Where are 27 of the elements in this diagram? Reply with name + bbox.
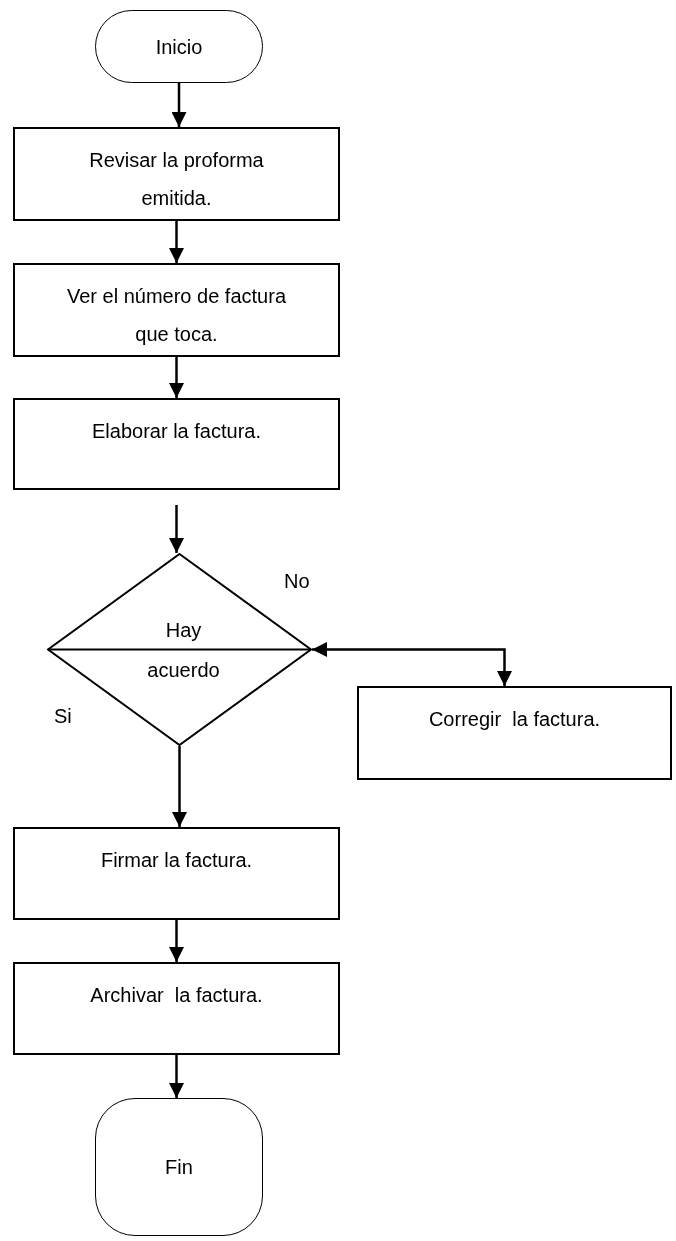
node-label: Corregir la factura. xyxy=(428,707,601,732)
branch-label: Si xyxy=(54,705,72,728)
arrow xyxy=(171,83,187,127)
node-label: Hay acuerdo xyxy=(146,617,221,683)
arrow xyxy=(169,505,184,553)
node-label: Firmar la factura. xyxy=(100,848,253,873)
terminal-shape xyxy=(95,1098,263,1236)
process-box xyxy=(13,962,340,1055)
node-label: Archivar la factura. xyxy=(90,983,263,1008)
node-label: Inicio xyxy=(155,34,203,60)
process-box xyxy=(357,686,672,780)
arrow xyxy=(169,357,184,398)
decision-diamond xyxy=(47,553,312,746)
node-label: Revisar la proforma emitida. xyxy=(88,148,265,211)
process-box xyxy=(13,398,340,490)
arrow xyxy=(169,221,184,263)
process-box xyxy=(13,827,340,920)
process-box xyxy=(13,127,340,221)
node-label: Elaborar la factura. xyxy=(92,419,261,444)
process-box xyxy=(13,263,340,357)
arrow xyxy=(312,642,512,686)
arrow xyxy=(172,746,187,827)
branch-label: No xyxy=(284,570,310,593)
node-label: Fin xyxy=(165,1155,193,1180)
arrow xyxy=(169,920,184,962)
node-label: Ver el número de factura que toca. xyxy=(66,284,287,347)
arrow xyxy=(169,1055,184,1098)
